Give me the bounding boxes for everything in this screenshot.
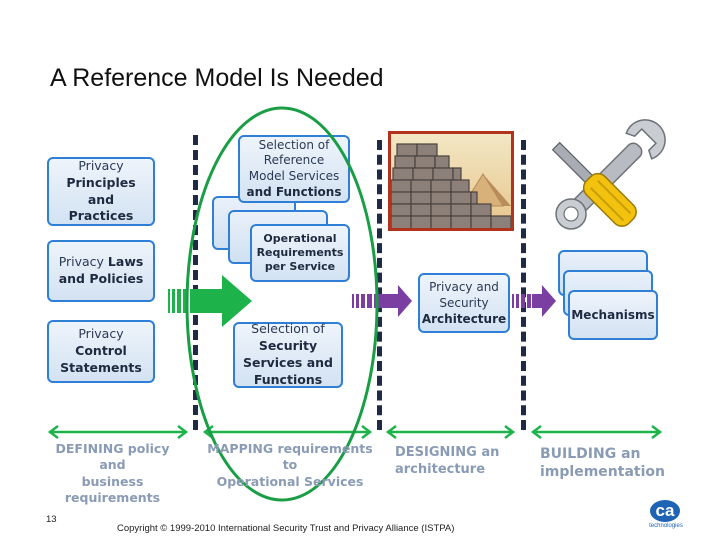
phase-mapping-label: MAPPING requirements to Operational Serv… (205, 441, 375, 490)
mapping-highlight-ellipse (185, 106, 379, 502)
privacy-principles-line-1: Privacy (78, 157, 124, 173)
phase-designing-line-1: DESIGNING an (395, 445, 500, 460)
privacy-laws-box: Privacy Laws and Policies (47, 240, 155, 302)
ca-logo-caption: technologies (649, 523, 683, 529)
privacy-principles-line-2: Principles (66, 174, 136, 190)
phase-building-label: BUILDING an implementation (540, 445, 665, 481)
phase-arrow-building (530, 425, 663, 439)
architecture-box: Privacy and Security Architecture (418, 273, 510, 333)
privacy-principles-line-4: Practices (68, 208, 134, 224)
privacy-principles-box: Privacy Principles and Practices (47, 157, 155, 226)
phase-designing-line-2: architecture (395, 461, 486, 477)
phase-building-line-1: BUILDING an (540, 446, 641, 462)
phase-mapping-line-2: Operational Services (216, 473, 364, 489)
architecture-line-2: Security (439, 295, 489, 310)
reference-line-4: and Functions (246, 184, 342, 199)
slide-title: A Reference Model Is Needed (50, 64, 384, 92)
privacy-laws-line-1: Privacy Laws (59, 254, 144, 271)
phase-defining-label: DEFINING policy and business requirement… (45, 441, 180, 506)
brick-pyramid-icon (388, 131, 514, 231)
reference-line-2: Reference (263, 153, 325, 168)
divider-1 (193, 135, 198, 430)
operational-line-2: Requirements (256, 245, 344, 259)
security-services-box: Selection of Security Services and Funct… (233, 321, 343, 388)
wrench-screwdriver-icon (551, 119, 666, 230)
architecture-line-1: Privacy and (429, 279, 499, 294)
phase-designing-label: DESIGNING an architecture (395, 445, 499, 479)
purple-arrow-icon-1 (352, 285, 412, 317)
privacy-laws-bold: Laws (107, 254, 144, 270)
privacy-laws-line-2: and Policies (58, 271, 144, 286)
ca-logo-icon: ca technologies (644, 500, 688, 532)
operational-line-1: Operational (263, 231, 337, 245)
phase-arrow-defining (47, 425, 189, 439)
operational-line-3: per Service (264, 260, 336, 274)
copyright-text: Copyright © 1999-2010 International Secu… (117, 523, 455, 534)
phase-mapping-line-1: MAPPING requirements to (207, 441, 373, 473)
mechanisms-box: Mechanisms (568, 290, 658, 340)
mechanisms-label: Mechanisms (571, 307, 655, 322)
phase-building-line-2: implementation (540, 464, 665, 481)
reference-line-1: Selection of (258, 137, 330, 152)
phase-defining-line-1: DEFINING policy and (55, 441, 170, 473)
divider-2 (377, 140, 382, 430)
privacy-principles-line-3: and (87, 191, 115, 207)
phase-arrow-designing (385, 425, 516, 439)
operational-requirements-box: Operational Requirements per Service (250, 224, 350, 282)
phase-defining-line-2: business (81, 473, 144, 489)
privacy-control-line-3: Statements (60, 359, 142, 375)
reference-line-3: Model Services (248, 169, 340, 183)
purple-arrow-icon-2 (512, 285, 556, 317)
reference-model-box: Selection of Reference Model Services an… (238, 135, 350, 203)
phase-arrow-mapping (202, 425, 373, 439)
security-line-2: Security (258, 338, 318, 354)
phase-defining-line-3: requirements (64, 489, 161, 505)
divider-3 (521, 140, 526, 430)
security-line-3: Services and (242, 355, 334, 370)
ca-logo-circle: ca (650, 500, 680, 522)
privacy-laws-prefix: Privacy (58, 254, 108, 270)
architecture-line-3: Architecture (421, 312, 507, 327)
security-line-4: Functions (253, 371, 323, 387)
privacy-control-box: Privacy Control Statements (47, 320, 155, 383)
privacy-control-line-2: Control (75, 343, 127, 359)
security-line-1: Selection of (251, 321, 325, 337)
green-arrow-icon (168, 275, 252, 327)
page-number: 13 (46, 514, 57, 525)
ca-logo-letters: ca (655, 501, 675, 520)
privacy-control-line-1: Privacy (78, 326, 124, 342)
